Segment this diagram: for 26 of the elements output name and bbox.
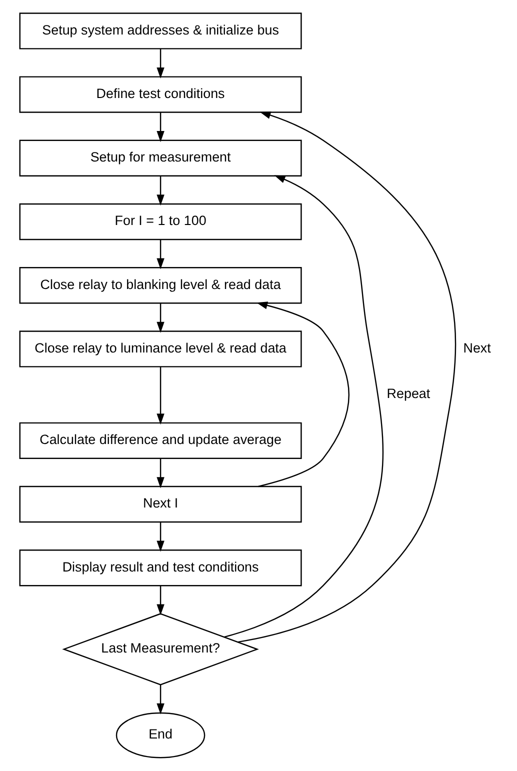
arrow <box>156 684 164 714</box>
arrow <box>156 458 164 488</box>
node-box: Define test conditions <box>18 76 302 113</box>
node-box: For I = 1 to 100 <box>18 203 302 240</box>
arrow <box>156 48 164 78</box>
node-diamond: Last Measurement? <box>62 613 258 686</box>
arrow <box>156 303 164 333</box>
node-box: Calculate difference and update average <box>18 422 302 460</box>
node-box: Close relay to blanking level & read data <box>18 267 302 304</box>
arrow <box>156 112 164 142</box>
node-box: Display result and test conditions <box>18 550 302 586</box>
node-box: Setup system addresses & initialize bus <box>18 12 302 50</box>
node-box: Next I <box>18 486 302 523</box>
arrow <box>223 175 384 638</box>
arrow <box>237 111 456 643</box>
arrow <box>256 302 350 488</box>
arrow <box>156 366 164 425</box>
arrow <box>156 522 164 552</box>
node-box: Close relay to luminance level & read data <box>18 330 302 368</box>
arrow <box>156 240 164 270</box>
edge-label: Repeat <box>386 386 430 402</box>
arrow <box>156 586 164 616</box>
arrow <box>156 176 164 206</box>
node-box: Setup for measurement <box>18 140 302 176</box>
node-ellipse: End <box>115 712 205 758</box>
edge-label: Next <box>462 340 490 356</box>
